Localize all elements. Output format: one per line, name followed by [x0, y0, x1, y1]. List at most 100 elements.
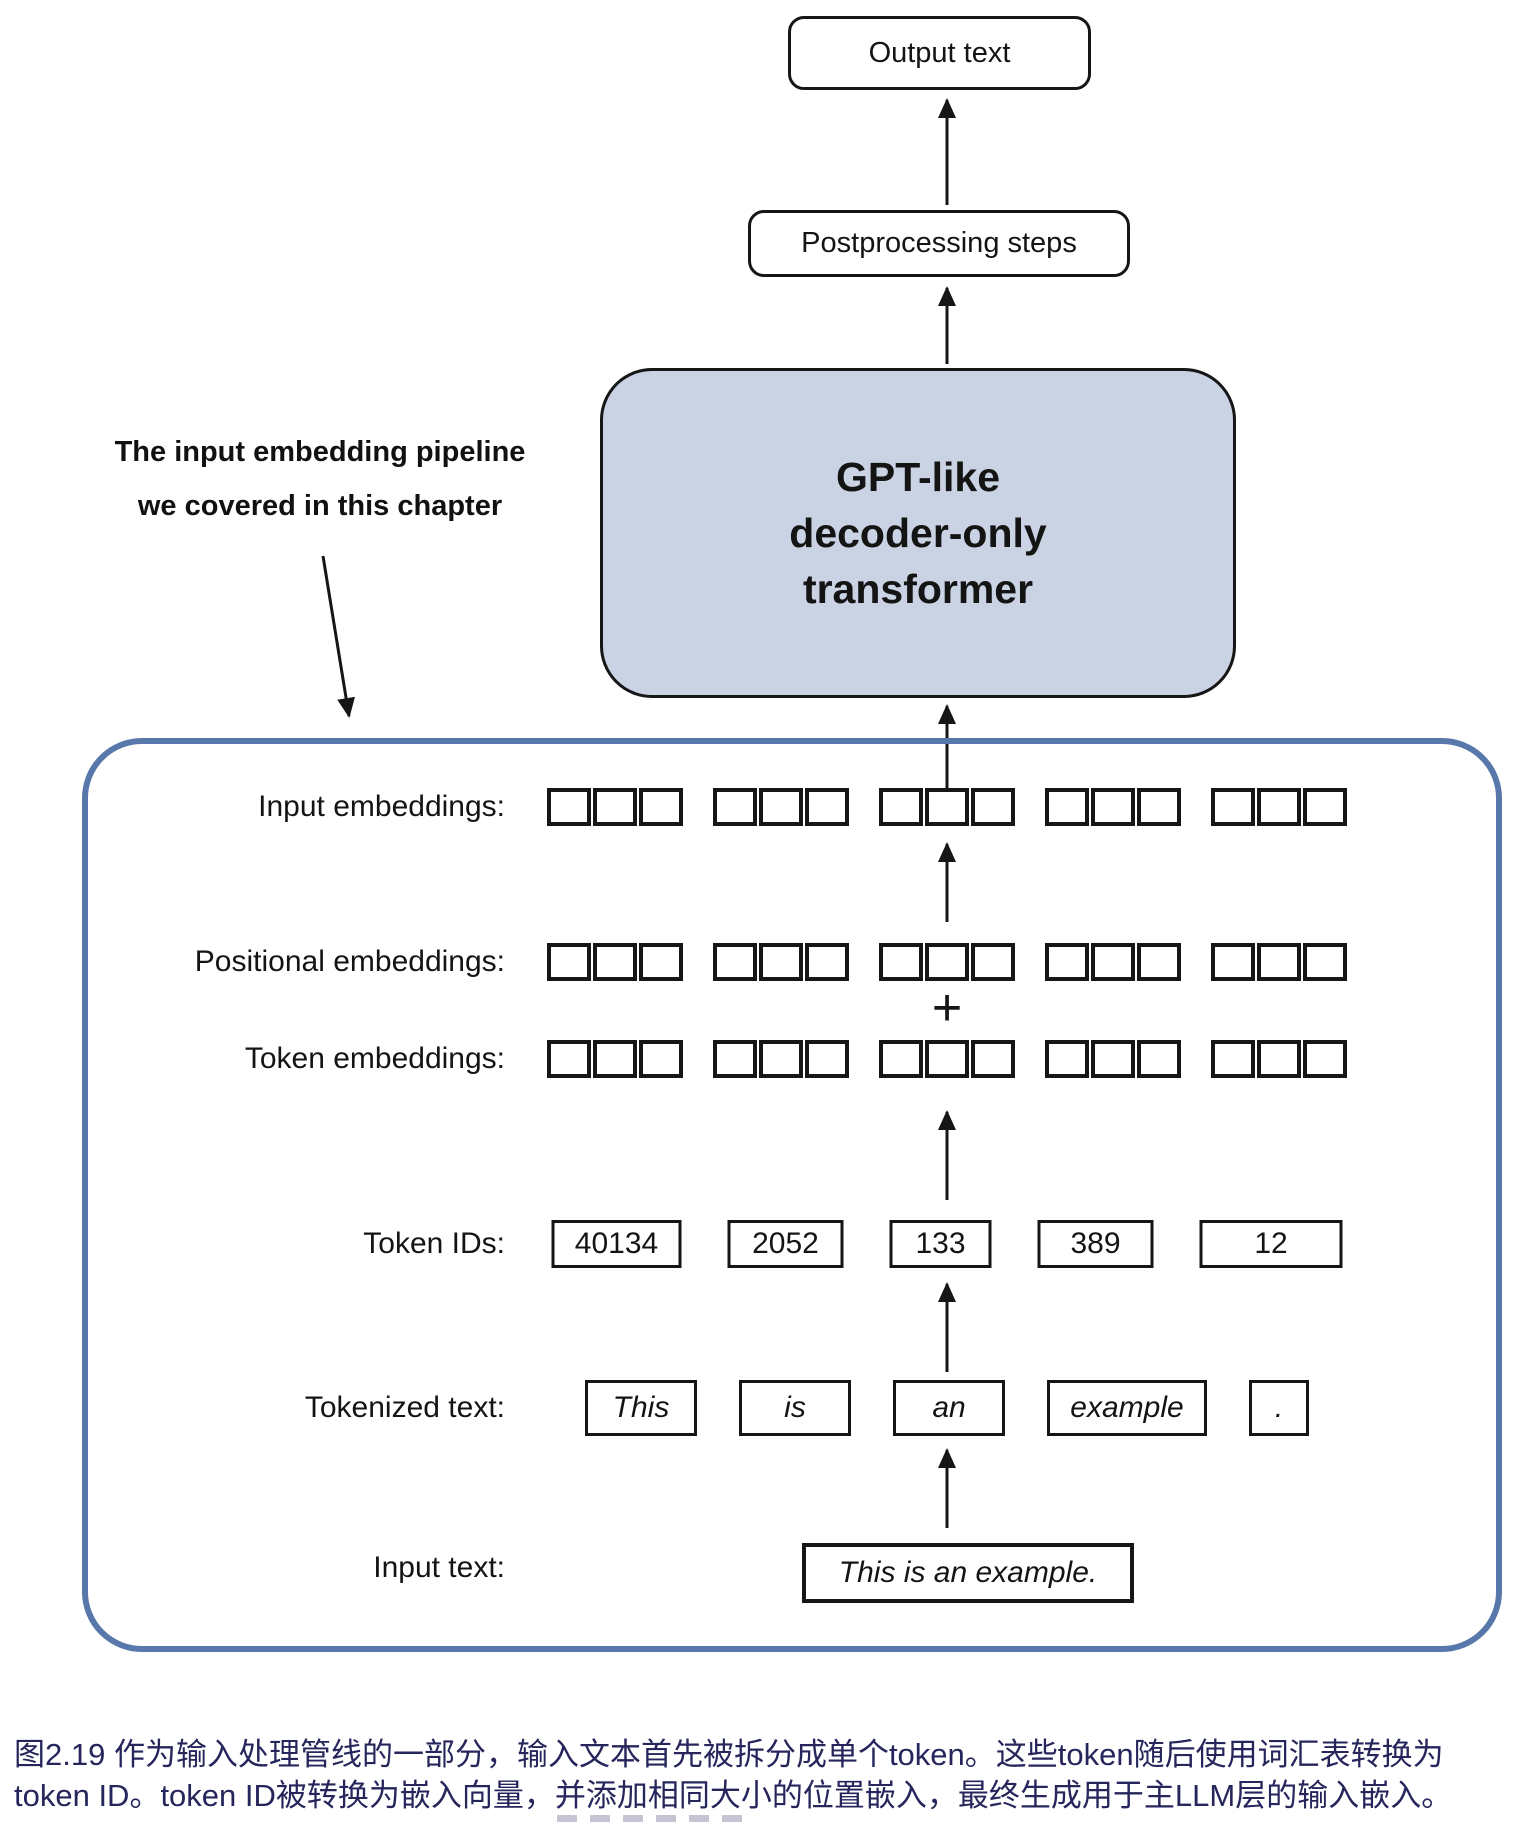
token-box: .: [1249, 1380, 1309, 1436]
input-embeddings-vectors: [547, 788, 1347, 826]
token-id-box: 2052: [727, 1220, 844, 1268]
caption-line2: token ID。token ID被转换为嵌入向量，并添加相同大小的位置嵌入，最…: [14, 1778, 1453, 1813]
token-id-box: 389: [1037, 1220, 1154, 1268]
embedding-cell: [1211, 1040, 1255, 1078]
embedding-vector: [547, 1040, 683, 1078]
embedding-cell: [759, 943, 803, 981]
embedding-pipeline-container: [82, 738, 1502, 1652]
embedding-vector: [1045, 788, 1181, 826]
embedding-cell: [925, 1040, 969, 1078]
input-text-box: This is an example.: [802, 1543, 1134, 1603]
embedding-cell: [805, 788, 849, 826]
gpt-box-line3: transformer: [802, 566, 1034, 612]
embedding-cell: [805, 1040, 849, 1078]
embedding-cell: [593, 788, 637, 826]
embedding-vector: [713, 788, 849, 826]
embedding-cell: [805, 943, 849, 981]
embedding-cell: [1303, 943, 1347, 981]
embedding-cell: [971, 788, 1015, 826]
embedding-cell: [639, 943, 683, 981]
positional-embeddings-label: Positional embeddings:: [194, 945, 505, 978]
embedding-cell: [879, 1040, 923, 1078]
embedding-cell: [925, 788, 969, 826]
plus-sign: +: [931, 979, 963, 1037]
annotation-line2: we covered in this chapter: [137, 490, 503, 522]
embedding-cell: [1045, 1040, 1089, 1078]
token-ids-label: Token IDs:: [363, 1227, 505, 1260]
caption-line1: 图2.19 作为输入处理管线的一部分，输入文本首先被拆分成单个token。这些t…: [14, 1737, 1444, 1772]
embedding-vector: [1045, 943, 1181, 981]
output-text-label: Output text: [868, 36, 1011, 69]
token-ids-row: 40134 2052 133 389 12: [551, 1220, 1343, 1268]
gpt-box-line2: decoder-only: [789, 510, 1047, 556]
annotation-line1: The input embedding pipeline: [114, 436, 526, 468]
input-embeddings-label: Input embeddings:: [258, 790, 505, 823]
embedding-vector: [879, 788, 1015, 826]
output-text-box: Output text: [788, 16, 1091, 90]
embedding-vector: [879, 1040, 1015, 1078]
embedding-cell: [1091, 943, 1135, 981]
embedding-cell: [1257, 1040, 1301, 1078]
token-box: example: [1047, 1380, 1207, 1436]
arrow-annotation-pointer: [321, 555, 355, 718]
embedding-cell: [1257, 788, 1301, 826]
embedding-cell: [1211, 788, 1255, 826]
gpt-transformer-box: GPT-like decoder-only transformer: [600, 368, 1236, 698]
embedding-vector: [879, 943, 1015, 981]
embedding-cell: [971, 943, 1015, 981]
embedding-cell: [1303, 1040, 1347, 1078]
positional-embeddings-vectors: [547, 943, 1347, 981]
embedding-vector: [1045, 1040, 1181, 1078]
embedding-cell: [1137, 1040, 1181, 1078]
embedding-cell: [1303, 788, 1347, 826]
embedding-vector: [1211, 943, 1347, 981]
embedding-cell: [971, 1040, 1015, 1078]
token-embeddings-vectors: [547, 1040, 1347, 1078]
token-embeddings-label: Token embeddings:: [244, 1042, 505, 1075]
embedding-cell: [639, 1040, 683, 1078]
token-box: is: [739, 1380, 851, 1436]
embedding-cell: [879, 943, 923, 981]
embedding-cell: [713, 788, 757, 826]
embedding-cell: [547, 788, 591, 826]
embedding-vector: [1211, 788, 1347, 826]
embedding-cell: [713, 943, 757, 981]
embedding-cell: [1091, 1040, 1135, 1078]
postprocessing-box: Postprocessing steps: [748, 210, 1130, 277]
embedding-cell: [547, 943, 591, 981]
postprocessing-label: Postprocessing steps: [801, 227, 1077, 259]
input-text-label: Input text:: [373, 1551, 505, 1584]
embedding-cell: [1045, 788, 1089, 826]
token-id-box: 12: [1199, 1220, 1343, 1268]
tokenized-text-row: This is an example .: [585, 1380, 1309, 1436]
figure-caption: 图2.19 作为输入处理管线的一部分，输入文本首先被拆分成单个token。这些t…: [14, 1734, 1506, 1816]
tokenized-text-label: Tokenized text:: [304, 1391, 505, 1424]
embedding-vector: [713, 1040, 849, 1078]
embedding-vector: [713, 943, 849, 981]
embedding-cell: [925, 943, 969, 981]
embedding-vector: [547, 788, 683, 826]
embedding-vector: [1211, 1040, 1347, 1078]
embedding-cell: [547, 1040, 591, 1078]
embedding-cell: [1137, 943, 1181, 981]
embedding-cell: [593, 943, 637, 981]
embedding-cell: [1257, 943, 1301, 981]
embedding-cell: [1045, 943, 1089, 981]
gpt-box-line1: GPT-like: [835, 454, 1001, 500]
embedding-cell: [759, 788, 803, 826]
embedding-cell: [879, 788, 923, 826]
embedding-cell: [1091, 788, 1135, 826]
embedding-cell: [593, 1040, 637, 1078]
embedding-cell: [1137, 788, 1181, 826]
embedding-cell: [759, 1040, 803, 1078]
annotation-text: The input embedding pipeline we covered …: [95, 425, 545, 533]
embedding-cell: [1211, 943, 1255, 981]
embedding-cell: [713, 1040, 757, 1078]
token-id-box: 40134: [551, 1220, 682, 1268]
token-box: This: [585, 1380, 697, 1436]
embedding-cell: [639, 788, 683, 826]
cropped-text-artifact: [557, 1815, 747, 1822]
embedding-vector: [547, 943, 683, 981]
token-id-box: 133: [889, 1220, 992, 1268]
